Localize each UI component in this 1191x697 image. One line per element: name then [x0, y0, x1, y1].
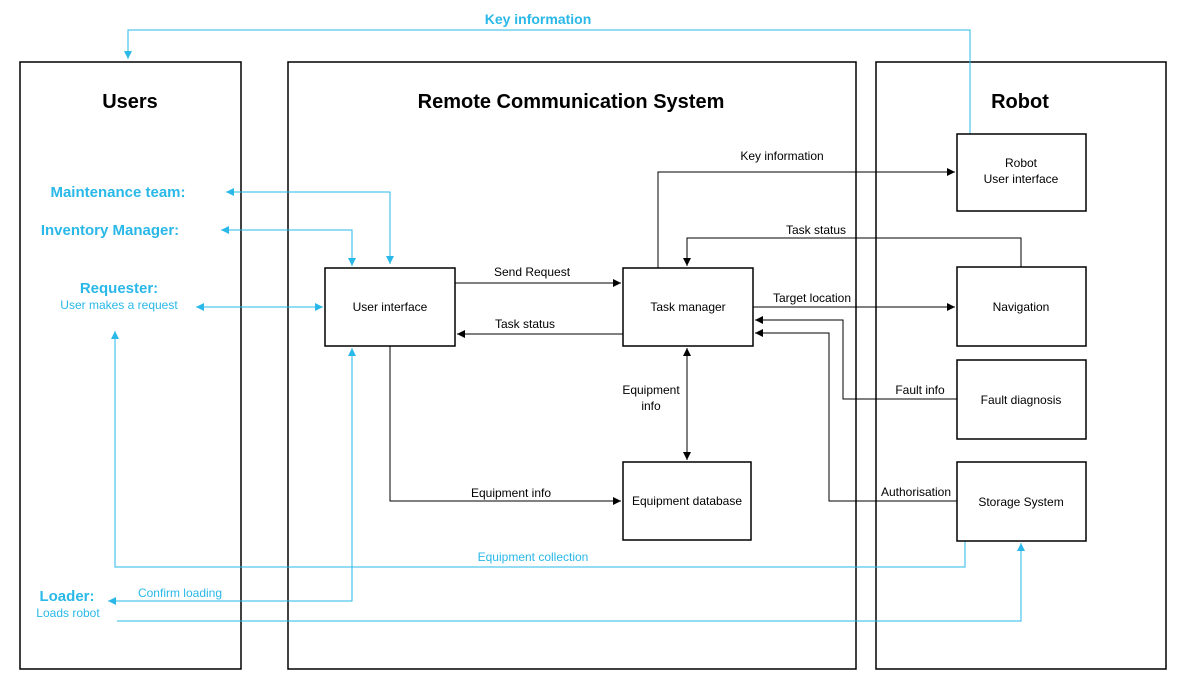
fault-diagnosis-label: Fault diagnosis: [981, 393, 1062, 407]
users-panel: [19, 61, 242, 670]
equipment-info-label-line1: Equipment: [622, 383, 680, 397]
key-information-arrow: [657, 168, 955, 268]
maintenance-team-label: Maintenance team:: [50, 184, 185, 201]
robot-ui-label-line1: Robot: [1005, 156, 1038, 170]
task-status-label: Task status: [495, 317, 555, 331]
authorisation-label: Authorisation: [881, 485, 951, 499]
confirm-loading-label: Confirm loading: [138, 586, 222, 600]
fault-diagnosis-box: Fault diagnosis: [956, 359, 1087, 440]
task-status-top-label: Task status: [786, 223, 846, 237]
loader-label: Loader:: [39, 588, 94, 605]
task-status-top-arrow: [683, 237, 1022, 267]
user-interface-label: User interface: [353, 300, 428, 314]
confirm-loading-arrow: [108, 348, 356, 605]
requester-sub-label: User makes a request: [60, 298, 178, 312]
equipment-info-db-arrow: [389, 346, 621, 505]
key-information-top-arrow: [124, 29, 971, 134]
equipment-database-box: Equipment database: [622, 461, 752, 541]
task-manager-box: Task manager: [622, 267, 754, 347]
storage-system-label: Storage System: [978, 495, 1063, 509]
storage-system-box: Storage System: [956, 461, 1087, 542]
fault-info-arrow: [755, 316, 957, 400]
navigation-box: Navigation: [956, 266, 1087, 347]
equipment-database-label: Equipment database: [632, 494, 742, 508]
task-manager-label: Task manager: [650, 300, 725, 314]
maintenance-ui-arrow: [226, 188, 394, 264]
inventory-manager-label: Inventory Manager:: [41, 222, 179, 239]
users-panel-title: Users: [102, 91, 158, 113]
key-information-label: Key information: [740, 149, 823, 163]
equipment-collection-label: Equipment collection: [478, 550, 589, 564]
fault-info-label: Fault info: [895, 383, 945, 397]
key-information-top-label: Key information: [485, 11, 592, 27]
equipment-info-label-line2: info: [641, 399, 661, 413]
authorisation-arrow: [755, 329, 957, 502]
loader-sub-label: Loads robot: [36, 606, 100, 620]
navigation-label: Navigation: [993, 300, 1050, 314]
inventory-ui-arrow: [221, 226, 356, 266]
rcs-panel-title: Remote Communication System: [418, 91, 725, 113]
requester-label: Requester:: [80, 280, 158, 297]
send-request-label: Send Request: [494, 265, 571, 279]
target-location-label: Target location: [773, 291, 851, 305]
equipment-info-db-label: Equipment info: [471, 486, 551, 500]
equipment-collection-arrow: [111, 331, 966, 568]
user-interface-box: User interface: [324, 267, 456, 347]
loader-storage-arrow: [117, 543, 1025, 622]
robot-ui-label-line2: User interface: [984, 172, 1059, 186]
robot-panel-title: Robot: [991, 91, 1049, 113]
robot-ui-box: Robot User interface: [956, 133, 1087, 212]
robot-panel: [875, 61, 1167, 670]
